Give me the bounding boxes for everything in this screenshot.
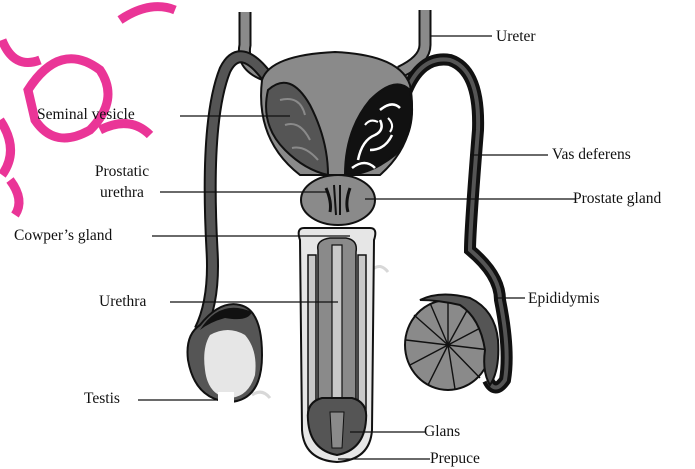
left-vas-deferens xyxy=(200,12,275,330)
label-ureter: Ureter xyxy=(496,28,536,46)
label-prostatic-urethra-line1: Prostatic xyxy=(82,163,162,181)
label-prostatic-urethra-line2: urethra xyxy=(82,184,162,202)
label-glans: Glans xyxy=(424,423,460,441)
prostate-gland-shape xyxy=(301,175,375,225)
label-cowpers-gland: Cowper’s gland xyxy=(14,227,112,245)
image-cutout xyxy=(218,392,234,406)
label-prostate-gland: Prostate gland xyxy=(573,190,661,208)
label-prepuce: Prepuce xyxy=(430,450,480,468)
penis-shaft xyxy=(299,228,376,462)
label-epididymis: Epididymis xyxy=(528,290,599,308)
label-vas-deferens: Vas deferens xyxy=(552,146,631,164)
label-urethra: Urethra xyxy=(99,293,146,311)
label-testis: Testis xyxy=(84,390,120,408)
right-testis xyxy=(405,294,498,390)
label-seminal-vesicle: Seminal vesicle xyxy=(37,106,135,124)
